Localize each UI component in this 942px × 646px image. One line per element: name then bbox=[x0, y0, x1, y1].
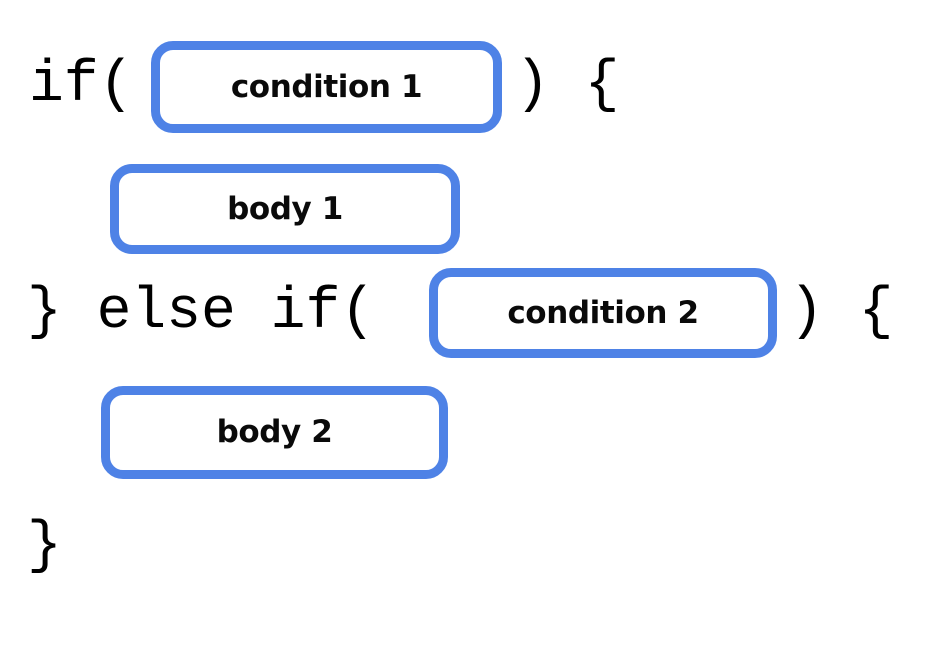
code-token-close-paren-open-brace-2: ) { bbox=[789, 280, 894, 345]
slot-body-2[interactable]: body 2 bbox=[101, 386, 448, 479]
code-token-final-close-brace: } bbox=[27, 514, 62, 579]
slot-body-1-label: body 1 bbox=[227, 190, 343, 227]
code-token-if-open-paren: if( bbox=[29, 53, 134, 118]
slot-condition-2[interactable]: condition 2 bbox=[429, 268, 777, 358]
slot-condition-2-label: condition 2 bbox=[507, 294, 699, 331]
slot-body-1[interactable]: body 1 bbox=[110, 164, 460, 254]
code-token-close-paren-open-brace-1: ) { bbox=[515, 53, 620, 118]
code-token-close-brace-else-if-open-paren: } else if( bbox=[27, 280, 376, 345]
slot-body-2-label: body 2 bbox=[216, 414, 333, 450]
slot-condition-1-label: condition 1 bbox=[230, 68, 423, 105]
slot-condition-1[interactable]: condition 1 bbox=[151, 41, 502, 133]
